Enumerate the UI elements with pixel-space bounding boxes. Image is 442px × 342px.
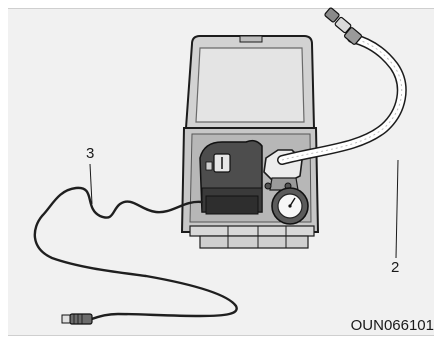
compressor-unit xyxy=(200,141,262,214)
callout-3-label: 3 xyxy=(86,146,94,161)
hose-connector-icon xyxy=(324,7,362,45)
kit-case-lid xyxy=(186,36,314,128)
power-plug-icon xyxy=(62,314,92,324)
image-code: OUN066101 xyxy=(351,318,434,333)
pressure-gauge-icon xyxy=(272,188,308,224)
callout-2-label: 2 xyxy=(391,260,399,275)
callout-2-leader xyxy=(396,160,398,258)
